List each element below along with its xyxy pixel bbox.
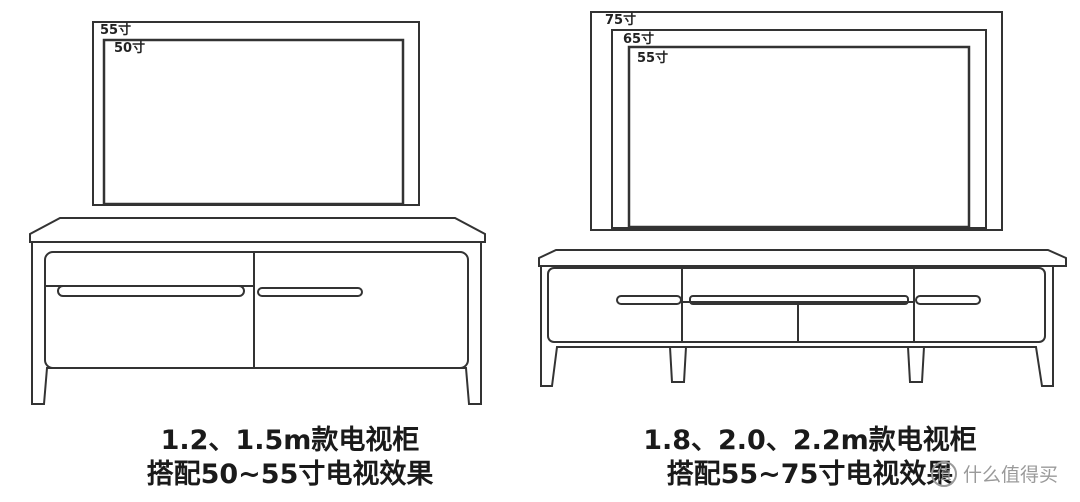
smzdm-logo-icon: 值 xyxy=(930,460,957,487)
left-caption-line1: 1.2、1.5m款电视柜 xyxy=(160,425,420,456)
right-tv-frame-65 xyxy=(611,29,987,229)
left-caption-line2: 搭配50~55寸电视效果 xyxy=(146,459,434,490)
right-size-label-55: 55寸 xyxy=(637,51,669,66)
right-caption: 1.8、2.0、2.2m款电视柜 搭配55~75寸电视效果 xyxy=(560,424,1060,492)
watermark-text: 什么值得买 xyxy=(962,464,1058,486)
left-tv-cabinet xyxy=(29,217,486,405)
right-tv-frame-75 xyxy=(590,11,1003,231)
right-caption-line2: 搭配55~75寸电视效果 xyxy=(666,459,954,490)
left-caption: 1.2、1.5m款电视柜 搭配50~55寸电视效果 xyxy=(40,424,540,492)
right-size-label-75: 75寸 xyxy=(605,13,637,28)
left-size-label-50: 50寸 xyxy=(114,41,146,56)
right-tv-cabinet xyxy=(538,249,1067,387)
left-tv-frame-50 xyxy=(102,38,405,206)
left-size-label-55: 55寸 xyxy=(100,23,132,38)
right-size-label-65: 65寸 xyxy=(623,32,655,47)
right-caption-line1: 1.8、2.0、2.2m款电视柜 xyxy=(643,425,977,456)
watermark: 值 什么值得买 xyxy=(930,460,1058,487)
right-tv-frame-55 xyxy=(627,45,971,229)
